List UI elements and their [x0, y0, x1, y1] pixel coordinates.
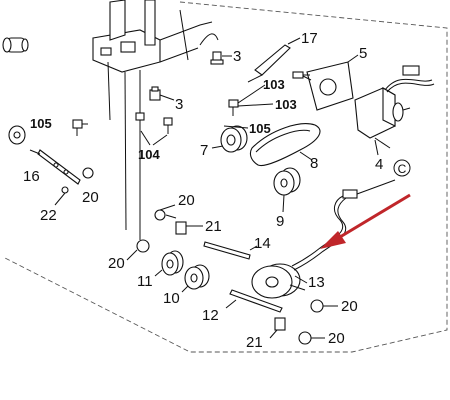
cable-top — [199, 33, 219, 46]
callout-104: 104 — [138, 147, 160, 162]
marker-c: C — [393, 159, 411, 177]
callout-7: 7 — [200, 142, 208, 159]
bearings-mid — [154, 209, 187, 235]
callout-11: 11 — [137, 273, 153, 290]
callout-16: 16 — [23, 168, 40, 185]
callout-8: 8 — [310, 155, 318, 172]
washers-right — [274, 299, 324, 345]
bracket-17 — [254, 44, 291, 76]
marker-c-label: C — [398, 162, 407, 176]
cable-13 — [291, 179, 396, 271]
screws-103 — [228, 71, 310, 116]
callout-12: 12 — [202, 307, 219, 324]
belt-8 — [249, 123, 321, 167]
dashed-boundary — [4, 1, 448, 353]
callout-3-upper: 3 — [233, 48, 241, 65]
callout-17: 17 — [301, 30, 318, 47]
callout-21-mid: 21 — [205, 218, 222, 235]
callout-20-left: 20 — [82, 189, 99, 206]
callout-14: 14 — [254, 235, 271, 252]
shaft-14 — [203, 241, 251, 260]
pulley-7 — [220, 125, 248, 153]
motor-4 — [354, 65, 435, 149]
callout-5: 5 — [359, 45, 367, 62]
gear-11 — [136, 239, 184, 276]
callout-20-right-upper: 20 — [341, 298, 358, 315]
callout-4: 4 — [375, 156, 383, 173]
callout-10: 10 — [163, 290, 180, 307]
screw-105-left — [72, 119, 83, 136]
shaft-12 — [229, 289, 283, 313]
callout-3-lower: 3 — [175, 96, 183, 113]
callout-20-right-lower: 20 — [328, 330, 345, 347]
pulley-9 — [273, 167, 301, 196]
callout-105-right: 105 — [249, 121, 271, 136]
top-left-roller — [2, 37, 29, 53]
callout-9: 9 — [276, 213, 284, 230]
callout-20-gear: 20 — [108, 255, 125, 272]
red-arrow — [320, 193, 411, 249]
callout-20-mid: 20 — [178, 192, 195, 209]
callout-103-lower: 103 — [275, 97, 297, 112]
screws-104 — [135, 112, 173, 146]
callout-13: 13 — [308, 274, 325, 291]
roller-shaft-16 — [8, 125, 94, 194]
roller-10 — [184, 264, 210, 290]
callout-21-lower: 21 — [246, 334, 263, 351]
screw-upper — [210, 51, 224, 65]
frame-bracket — [92, 0, 213, 240]
callout-105-left: 105 — [30, 116, 52, 131]
motor-13 — [251, 263, 306, 299]
leader-lines — [29, 37, 379, 339]
callout-22: 22 — [40, 207, 57, 224]
callout-103-upper: 103 — [263, 77, 285, 92]
screw-lower — [149, 86, 161, 101]
